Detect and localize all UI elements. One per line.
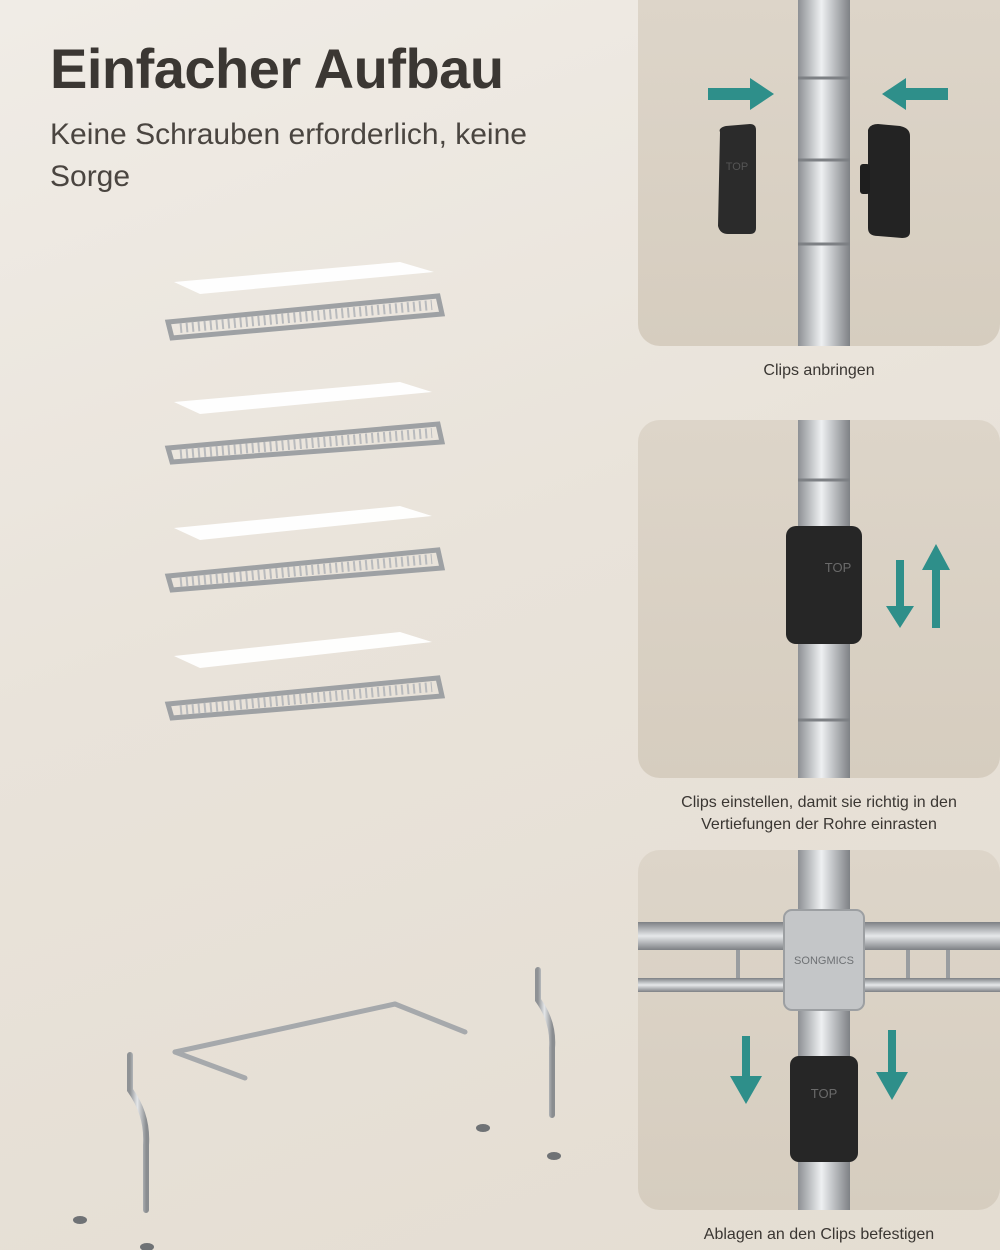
page-subtitle: Keine Schrauben erforderlich, keine Sorg… (50, 118, 527, 193)
step-2-caption: Clips einstellen, damit sie richtig in d… (681, 794, 957, 833)
pole-segments-left-2 (125, 285, 150, 1213)
clip-top-label: TOP (726, 161, 748, 173)
bottom-frame (172, 1001, 468, 1081)
shelf-collar: SONGMICS (783, 909, 865, 1011)
shelf-3 (164, 506, 446, 593)
arrows-inward-icon (708, 78, 948, 110)
clip-on-pole: TOP (790, 1056, 858, 1162)
pole-segments-right (481, 233, 491, 1093)
exploded-shelf-illustration (71, 233, 561, 1250)
pole-feet (73, 1124, 561, 1250)
clip-on-pole: TOP (786, 526, 862, 644)
step-3-caption: Ablagen an den Clips befestigen (703, 1226, 935, 1243)
arrows-up-down-icon (886, 544, 950, 628)
step-2-panel: TOP (638, 420, 1000, 778)
clip-right (860, 124, 910, 238)
page-title: Einfacher Aufbau (50, 37, 504, 100)
arrows-down-icon (730, 1030, 908, 1104)
clip-top-label: TOP (825, 560, 852, 575)
pole-rod (798, 0, 850, 346)
shelf-4 (164, 632, 446, 721)
step-1-caption: Clips anbringen (763, 362, 875, 379)
shelf-2 (164, 382, 446, 465)
clip-left: TOP (718, 124, 756, 234)
pole-segments-right-2 (535, 240, 556, 1118)
brand-label: SONGMICS (794, 955, 854, 967)
pole-segments-left (71, 272, 81, 1181)
step-3-panel: SONGMICS TOP (638, 850, 1000, 1210)
step-1-panel: TOP (638, 0, 1000, 346)
shelf-1 (164, 262, 446, 341)
clip-top-label: TOP (811, 1086, 838, 1101)
